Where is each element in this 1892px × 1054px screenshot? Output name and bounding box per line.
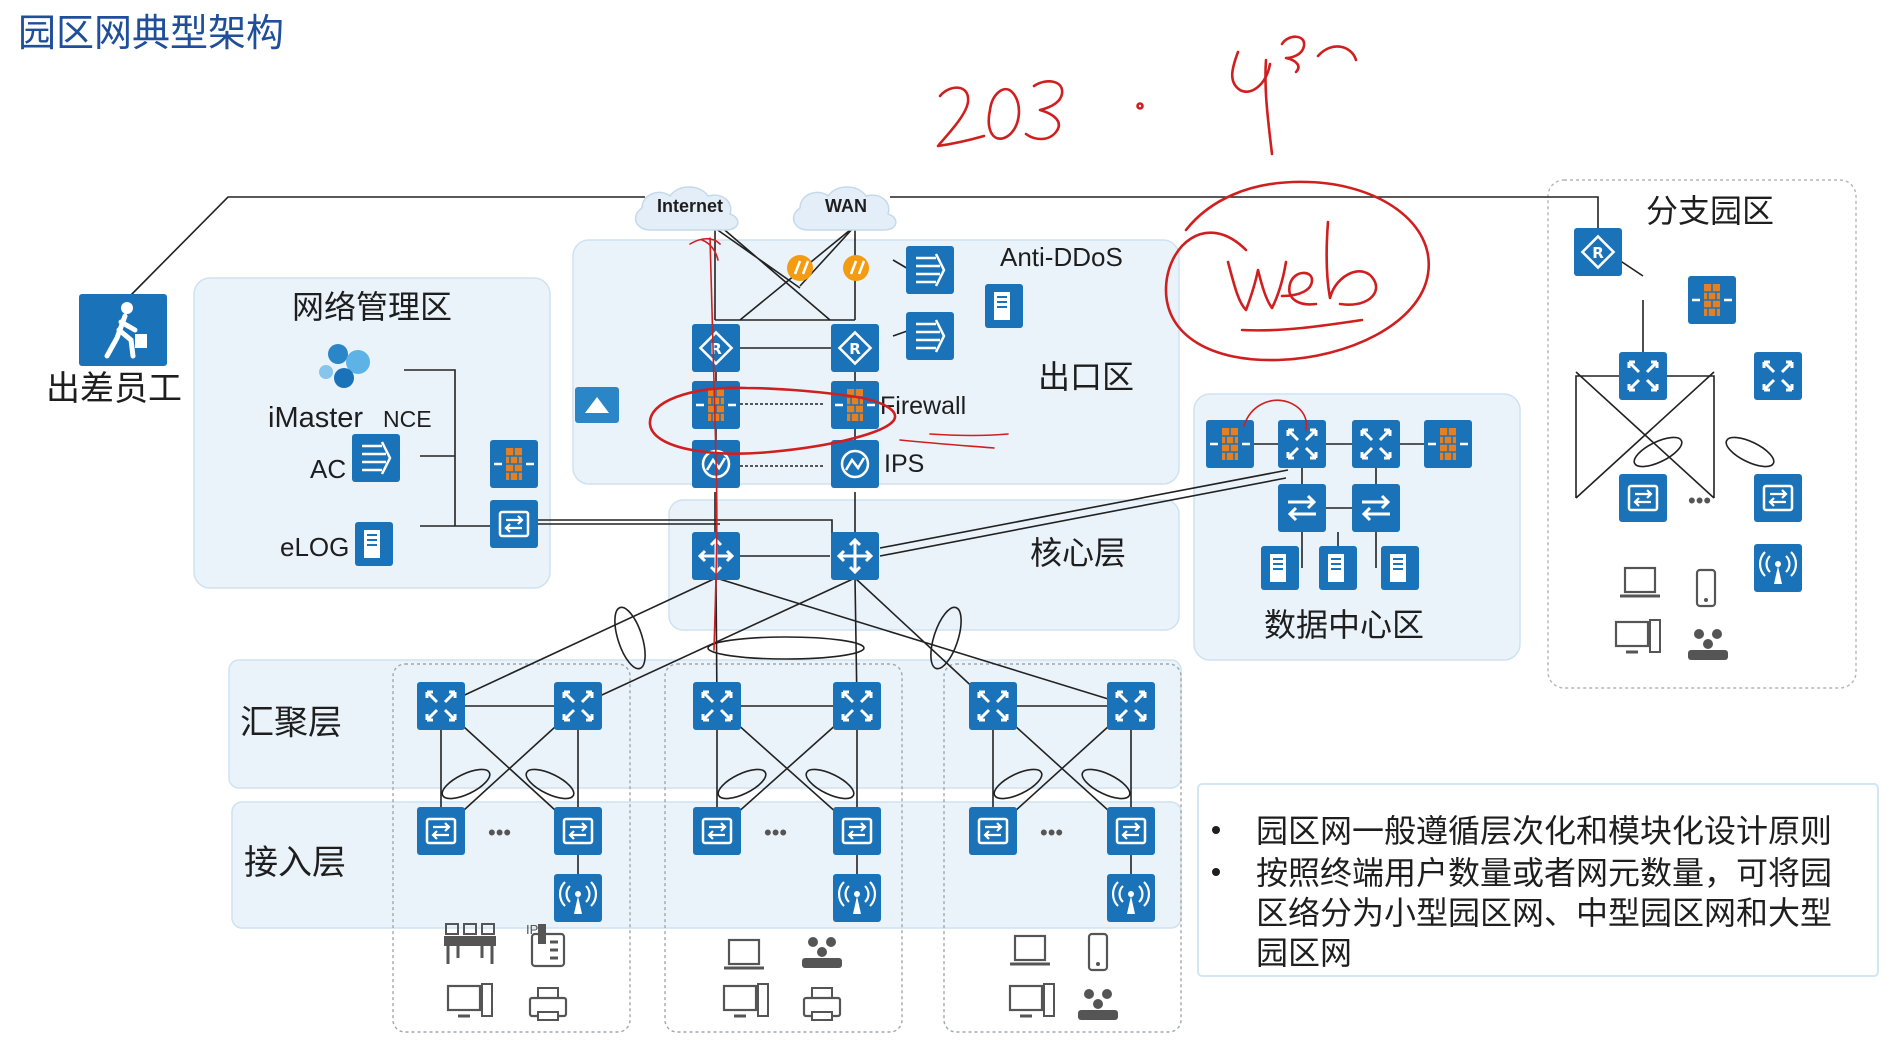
- access-switch-icon[interactable]: [831, 805, 883, 857]
- access-switch-icon[interactable]: [691, 805, 743, 857]
- handwriting-annotations: [648, 35, 1431, 651]
- egress-router-icon[interactable]: [829, 322, 881, 374]
- firewall-icon[interactable]: [829, 379, 881, 431]
- ips-icon[interactable]: [829, 438, 881, 490]
- internet-cloud: Internet: [634, 186, 739, 231]
- egress-router-icon[interactable]: [690, 322, 742, 374]
- access-switch-icon[interactable]: [967, 805, 1019, 857]
- access-switch-icon[interactable]: [552, 805, 604, 857]
- anti-ddos-server-icon[interactable]: [984, 283, 1024, 329]
- conference-icon: [444, 923, 496, 964]
- access-group-3: [943, 663, 1182, 1033]
- branch-ellipsis: •••: [1688, 488, 1711, 513]
- notes-list: 园区网一般遵循层次化和模块化设计原则 按照终端用户数量或者网元数量，可将园 区络…: [1212, 812, 1832, 972]
- wan-cloud: WAN: [792, 186, 897, 231]
- anti-ddos-device-icon[interactable]: [904, 310, 956, 362]
- aggregation-switch-icon[interactable]: [967, 680, 1019, 732]
- note-2-line2: 区络分为小型园区网、中型园区网和大型: [1256, 894, 1832, 932]
- access-ap-icon[interactable]: [552, 872, 604, 924]
- people-group-icon: [802, 937, 842, 968]
- elog-server-icon[interactable]: [354, 521, 394, 567]
- dc-server-icon[interactable]: [1260, 545, 1300, 591]
- vpn-gateway-icon: [575, 387, 619, 423]
- notes-box: [1197, 783, 1879, 977]
- mgmt-switch-icon[interactable]: [488, 498, 540, 550]
- desktop-pc-icon: [722, 982, 770, 1018]
- datacenter-zone-label: 数据中心区: [1264, 606, 1424, 644]
- laptop-icon: [1008, 934, 1052, 966]
- printer-icon: [528, 986, 568, 1022]
- dc-firewall-icon[interactable]: [1204, 418, 1256, 470]
- note-2: 按照终端用户数量或者网元数量，可将园: [1256, 854, 1832, 892]
- note-2-line3: 园区网: [1256, 934, 1352, 972]
- branch-core-switch-icon[interactable]: [1617, 350, 1669, 402]
- branch-router-icon[interactable]: [1572, 226, 1624, 278]
- internet-label: Internet: [657, 196, 723, 216]
- access-ap-icon[interactable]: [831, 872, 883, 924]
- firewall-orange-icon: [843, 255, 869, 281]
- page-title: 园区网典型架构: [18, 11, 284, 55]
- aggregation-switch-icon[interactable]: [1105, 680, 1157, 732]
- access-switch-icon[interactable]: [415, 805, 467, 857]
- traveler-label: 出差员工: [46, 369, 182, 409]
- mgmt-firewall-icon[interactable]: [488, 438, 540, 490]
- anti-ddos-device-icon[interactable]: [904, 244, 956, 296]
- ac-label: AC: [310, 454, 346, 484]
- aggregation-layer-label: 汇聚层: [240, 703, 342, 743]
- monitor-icon: [722, 938, 766, 970]
- imaster-nce-logo: [319, 344, 370, 388]
- egress-zone-label: 出口区: [1038, 358, 1134, 396]
- ac-controller-icon[interactable]: [350, 432, 402, 484]
- access-ellipsis: •••: [488, 820, 511, 845]
- wan-label: WAN: [825, 196, 867, 216]
- branch-firewall-icon[interactable]: [1686, 274, 1738, 326]
- anti-ddos-label: Anti-DDoS: [1000, 242, 1123, 272]
- core-zone: [668, 499, 1180, 631]
- branch-core-switch-icon[interactable]: [1752, 350, 1804, 402]
- elog-label: eLOG: [280, 532, 349, 562]
- dc-firewall-icon[interactable]: [1422, 418, 1474, 470]
- ip-phone-icon: [530, 924, 566, 968]
- access-group-1: [392, 663, 631, 1033]
- mgmt-zone: [193, 277, 551, 589]
- core-switch-icon[interactable]: [829, 530, 881, 582]
- mgmt-zone-label: 网络管理区: [292, 288, 452, 326]
- aggregation-switch-icon[interactable]: [831, 680, 883, 732]
- access-ap-icon[interactable]: [1105, 872, 1157, 924]
- dc-server-icon[interactable]: [1318, 545, 1358, 591]
- access-ellipsis: •••: [1040, 820, 1063, 845]
- aggregation-switch-icon[interactable]: [415, 680, 467, 732]
- access-layer-label: 接入层: [244, 843, 346, 883]
- traveler-icon: [79, 294, 167, 366]
- support-agent-icon: [1008, 982, 1056, 1018]
- access-ellipsis: •••: [764, 820, 787, 845]
- dc-core-switch-icon[interactable]: [1350, 418, 1402, 470]
- firewall-orange-icon: [787, 255, 813, 281]
- branch-access-switch-icon[interactable]: [1752, 472, 1804, 524]
- mobile-phone-icon: [1087, 932, 1109, 972]
- ips-label: IPS: [884, 450, 924, 478]
- lag-ellipses: [441, 436, 1775, 800]
- dc-switch-icon[interactable]: [1276, 482, 1328, 534]
- printer-icon: [802, 986, 842, 1022]
- access-group-2: [664, 663, 903, 1033]
- desktop-pc-icon: [446, 982, 494, 1018]
- dc-switch-icon[interactable]: [1350, 482, 1402, 534]
- note-1: 园区网一般遵循层次化和模块化设计原则: [1256, 812, 1832, 850]
- branch-zone-label: 分支园区: [1646, 192, 1774, 230]
- aggregation-switch-icon[interactable]: [691, 680, 743, 732]
- people-group-icon: [1078, 989, 1118, 1020]
- nce-label: NCE: [383, 406, 432, 432]
- firewall-label: Firewall: [880, 392, 966, 420]
- dc-core-switch-icon[interactable]: [1276, 418, 1328, 470]
- imaster-label: iMaster: [268, 402, 363, 434]
- branch-ap-icon[interactable]: [1752, 542, 1804, 594]
- aggregation-switch-icon[interactable]: [552, 680, 604, 732]
- core-layer-label: 核心层: [1030, 534, 1126, 572]
- branch-access-switch-icon[interactable]: [1617, 472, 1669, 524]
- ip-phone-label: IP: [526, 922, 538, 937]
- dc-server-icon[interactable]: [1380, 545, 1420, 591]
- access-switch-icon[interactable]: [1105, 805, 1157, 857]
